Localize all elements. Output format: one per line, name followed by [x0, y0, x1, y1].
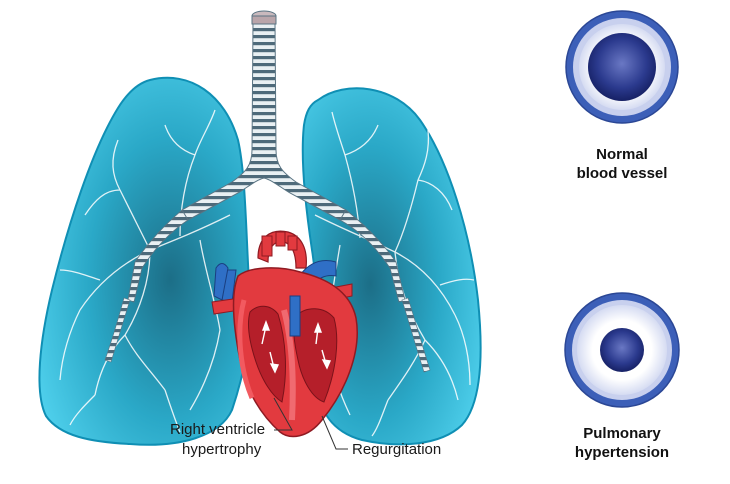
caption-normal-line2: blood vessel [577, 165, 668, 182]
hypertension-vessel [564, 292, 680, 408]
trachea [104, 10, 431, 373]
normal-vessel [565, 10, 679, 124]
caption-pulmonary-line2: hypertension [575, 444, 669, 461]
label-right-ventricle-line1: Right ventricle [170, 421, 265, 438]
callout-lines [273, 397, 348, 450]
label-regurgitation: Regurgitation [352, 441, 441, 458]
label-right-ventricle-line2: hypertrophy [182, 441, 262, 458]
caption-normal-line1: Normal [596, 146, 648, 163]
caption-pulmonary-line1: Pulmonary [583, 425, 661, 442]
regurgitation-arrows [261, 320, 332, 374]
heart [211, 230, 358, 438]
